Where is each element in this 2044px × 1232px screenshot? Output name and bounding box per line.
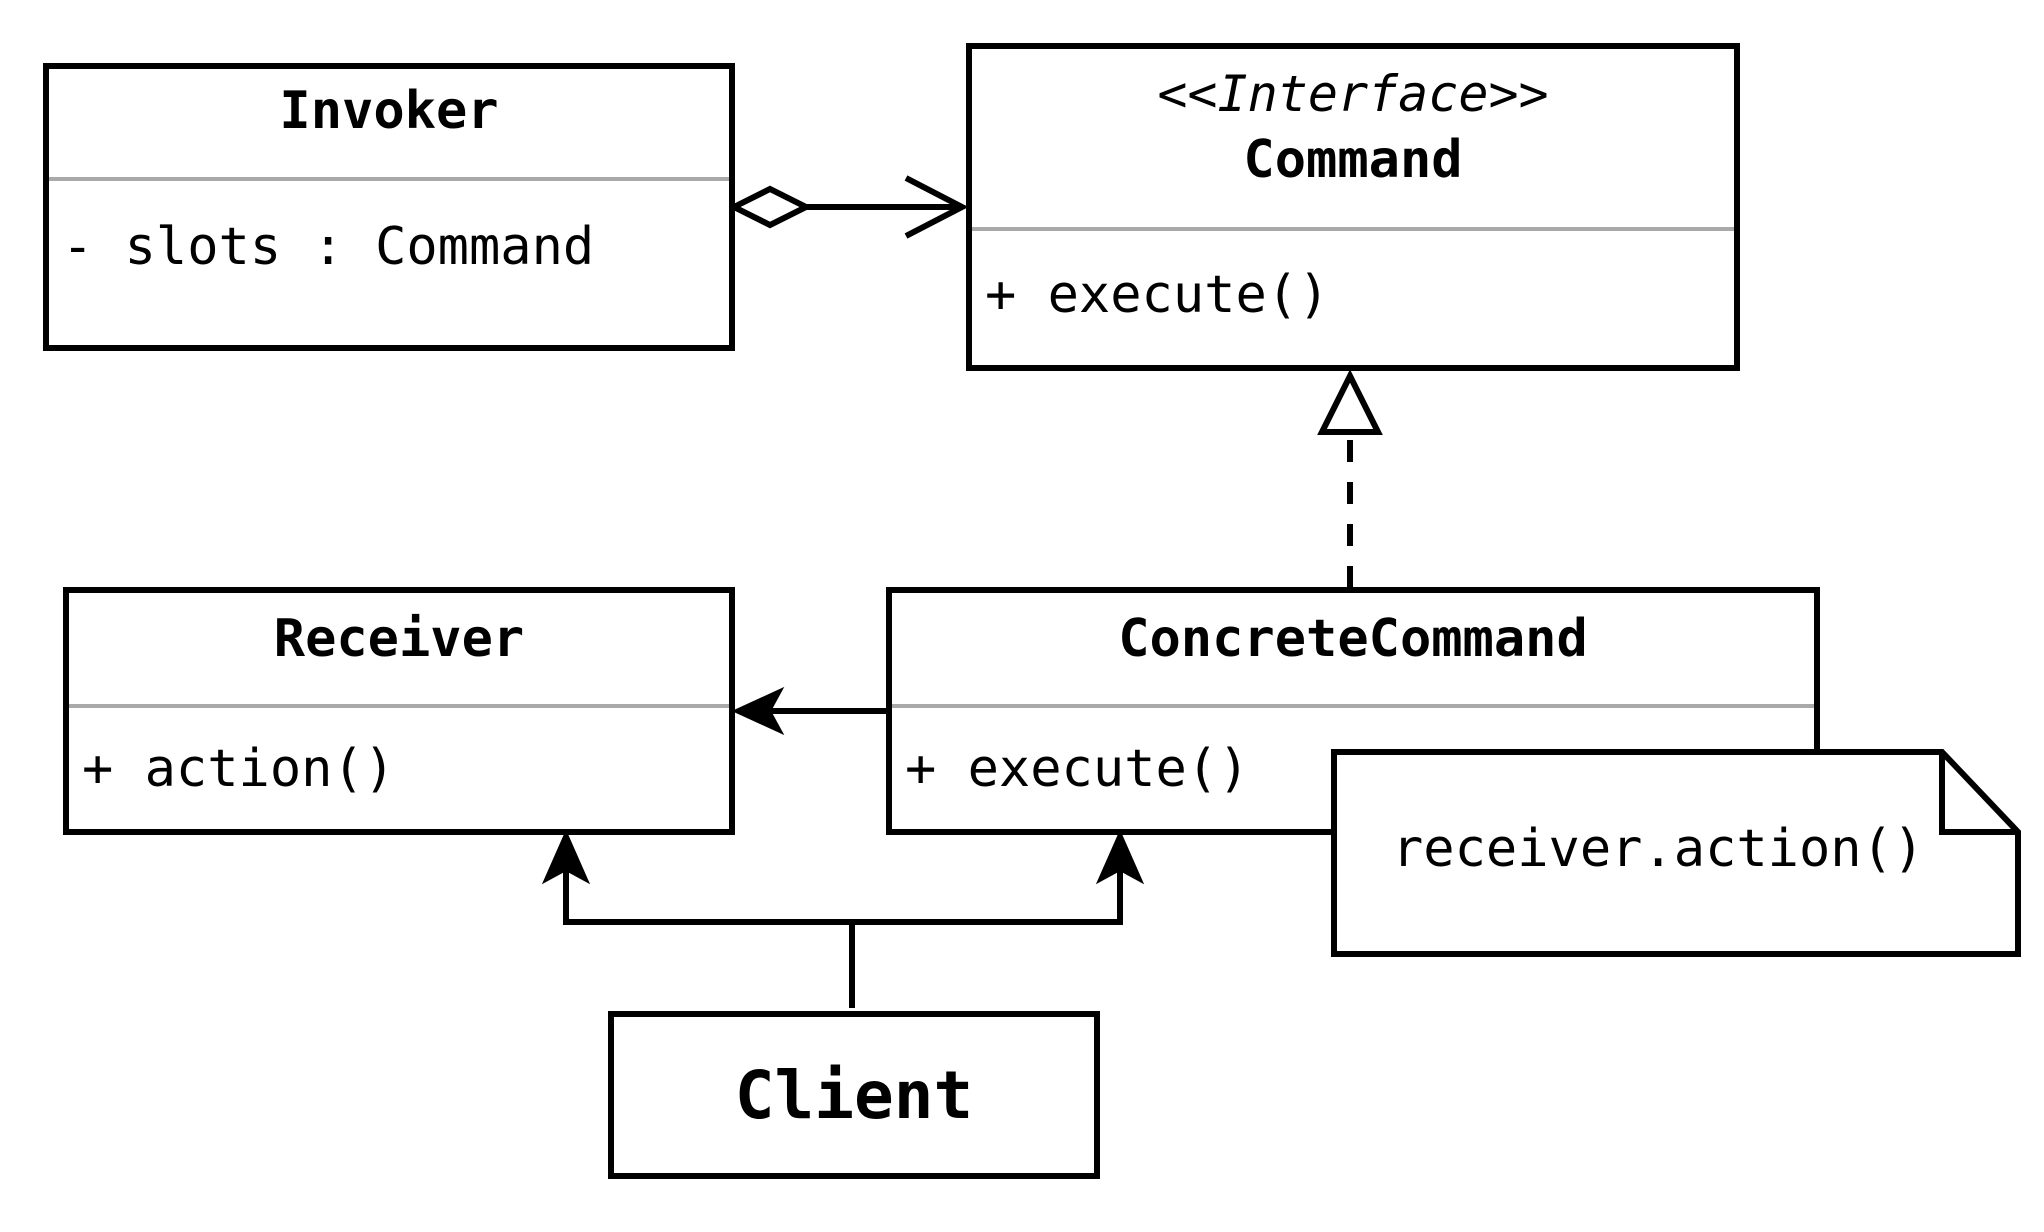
aggregation-diamond: [727, 185, 813, 229]
class-receiver[interactable]: Receiver + action(): [63, 587, 735, 835]
operation: + action(): [82, 739, 395, 799]
note-folded-corner: [1939, 752, 2018, 835]
arrowhead: [1095, 829, 1145, 885]
open-arrowhead: [904, 175, 969, 239]
attribute: - slots : Command: [62, 217, 594, 277]
operation: + execute(): [985, 265, 1329, 325]
class-command[interactable]: <<Interface>> Command + execute(): [966, 43, 1740, 371]
note-receiver-action[interactable]: receiver.action(): [1331, 749, 2021, 957]
edge-invoker-command: [727, 175, 969, 239]
class-title: Command: [1243, 130, 1462, 190]
arrowhead: [541, 829, 591, 885]
class-title: Client: [735, 1057, 973, 1134]
class-title: Invoker: [279, 81, 498, 141]
note-text: receiver.action(): [1392, 819, 1924, 879]
edge-client-receiver: [541, 829, 855, 1008]
note-shape: [1331, 749, 2021, 957]
edge-client-concretecommand: [852, 829, 1145, 925]
operation: + execute(): [905, 739, 1249, 799]
class-client[interactable]: Client: [608, 1011, 1100, 1179]
edge-concretecommand-command: [1317, 369, 1383, 588]
edge-concretecommand-receiver: [731, 686, 886, 736]
class-title: Receiver: [274, 609, 524, 669]
realization-triangle: [1317, 369, 1383, 435]
class-invoker[interactable]: Invoker - slots : Command: [43, 63, 735, 351]
stereotype-label: <<Interface>>: [1157, 65, 1548, 123]
arrowhead: [731, 686, 785, 736]
class-title: ConcreteCommand: [1118, 609, 1588, 669]
